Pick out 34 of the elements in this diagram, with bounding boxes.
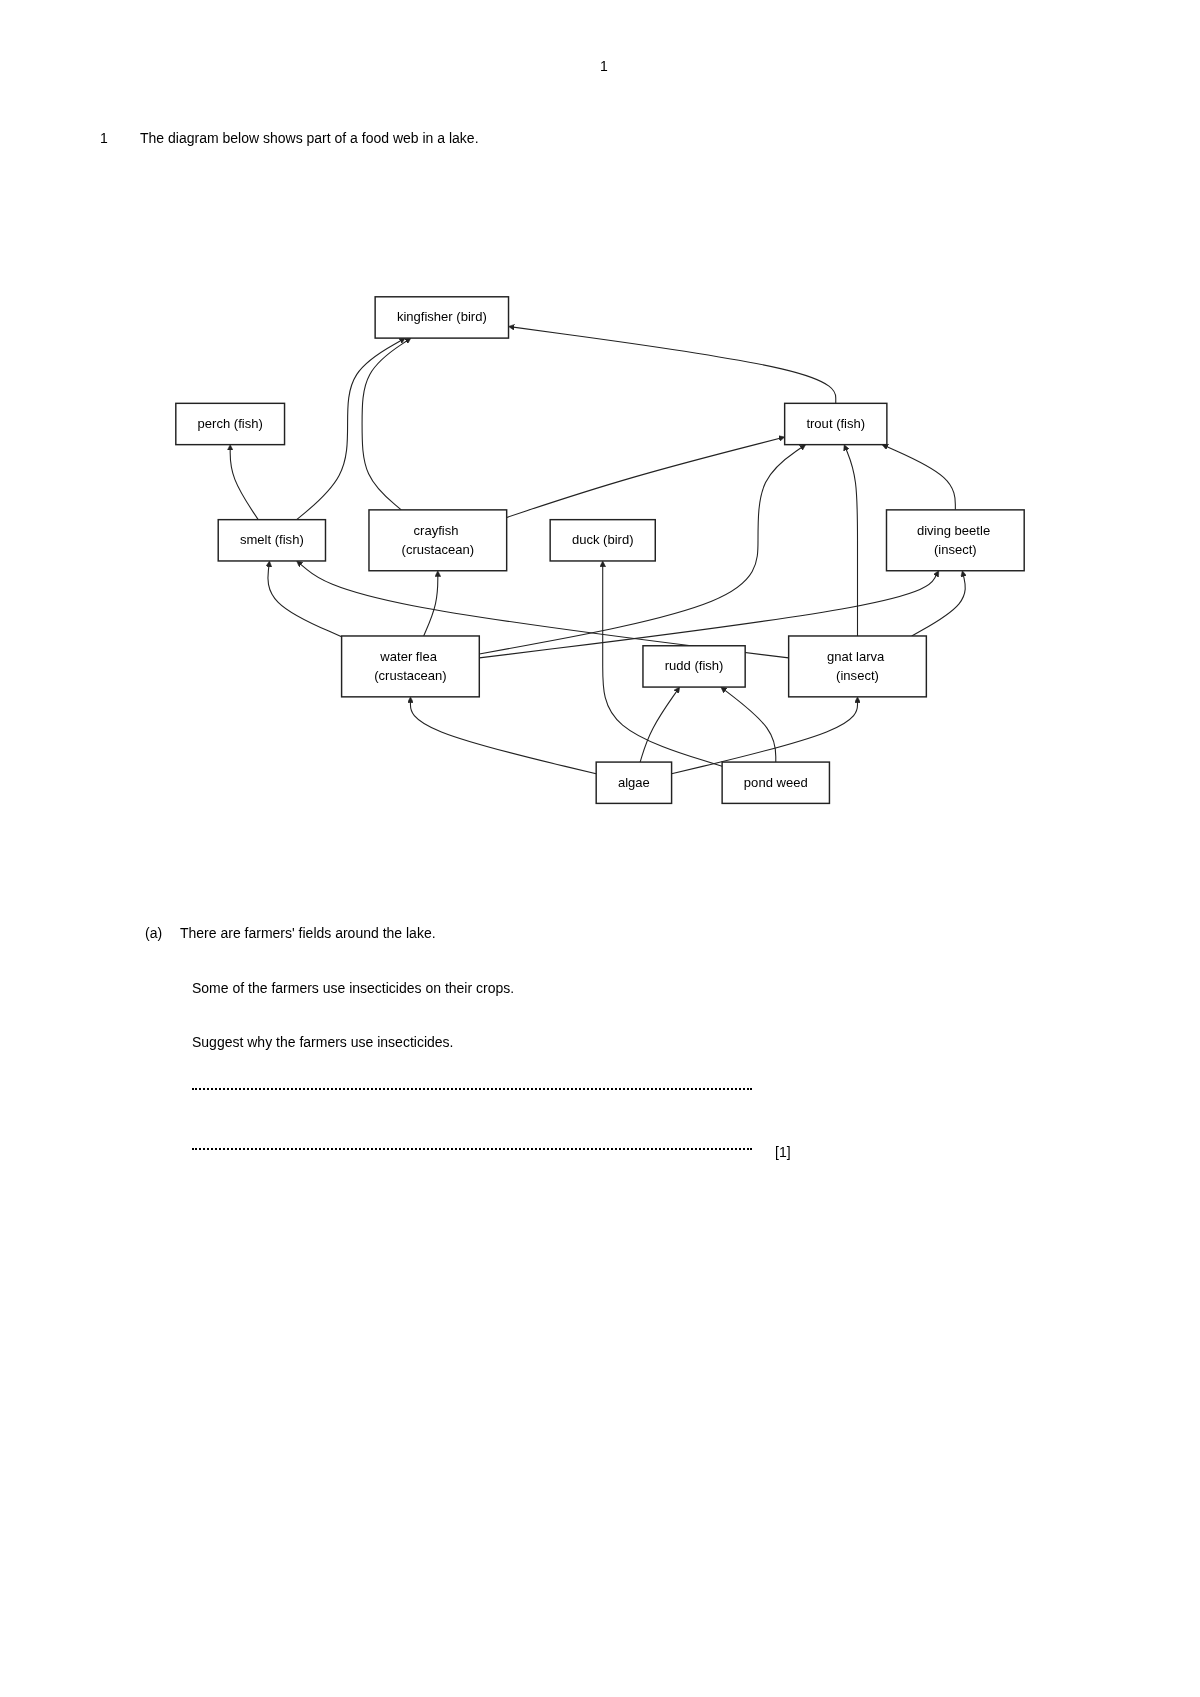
arrow (911, 570, 967, 637)
arrow (843, 444, 859, 637)
node-box: trout (fish) (783, 402, 888, 446)
arrow (508, 324, 837, 404)
question-text: Some of the farmers use insecticides on their crops. (192, 980, 515, 996)
question-number: 1 (100, 130, 108, 146)
question-text: There are farmers' fields around the lake. (180, 925, 436, 941)
node-box: gnat larva (insect) (787, 635, 928, 698)
arrow (639, 686, 680, 763)
arrow (423, 570, 441, 637)
node-box: water flea (crustacean) (340, 635, 481, 698)
arrow (407, 696, 597, 775)
arrow (227, 444, 259, 521)
mark-allocation: [1] (775, 1144, 791, 1160)
node-box: diving beetle (insect) (885, 509, 1025, 572)
arrow (361, 337, 412, 511)
node-box: duck (bird) (549, 518, 656, 562)
question-text: Suggest why the farmers use insecticides. (192, 1034, 454, 1050)
arrow (671, 696, 861, 775)
page-number: 1 (600, 58, 608, 74)
arrow (296, 337, 406, 521)
node-box: perch (fish) (175, 402, 286, 446)
node-box: pond weed (721, 761, 831, 805)
question-text: The diagram below shows part of a food web in a lake. (140, 130, 479, 146)
node-box: rudd (fish) (642, 644, 746, 688)
part-label: (a) (145, 925, 163, 941)
node-box: algae (595, 761, 673, 805)
node-box: crayfish (crustacean) (368, 509, 508, 572)
arrow (881, 443, 956, 511)
arrow (506, 435, 785, 518)
node-box: smelt (fish) (217, 518, 327, 562)
arrow (599, 560, 723, 767)
arrow (720, 686, 777, 763)
node-box: kingfisher (bird) (374, 295, 510, 339)
